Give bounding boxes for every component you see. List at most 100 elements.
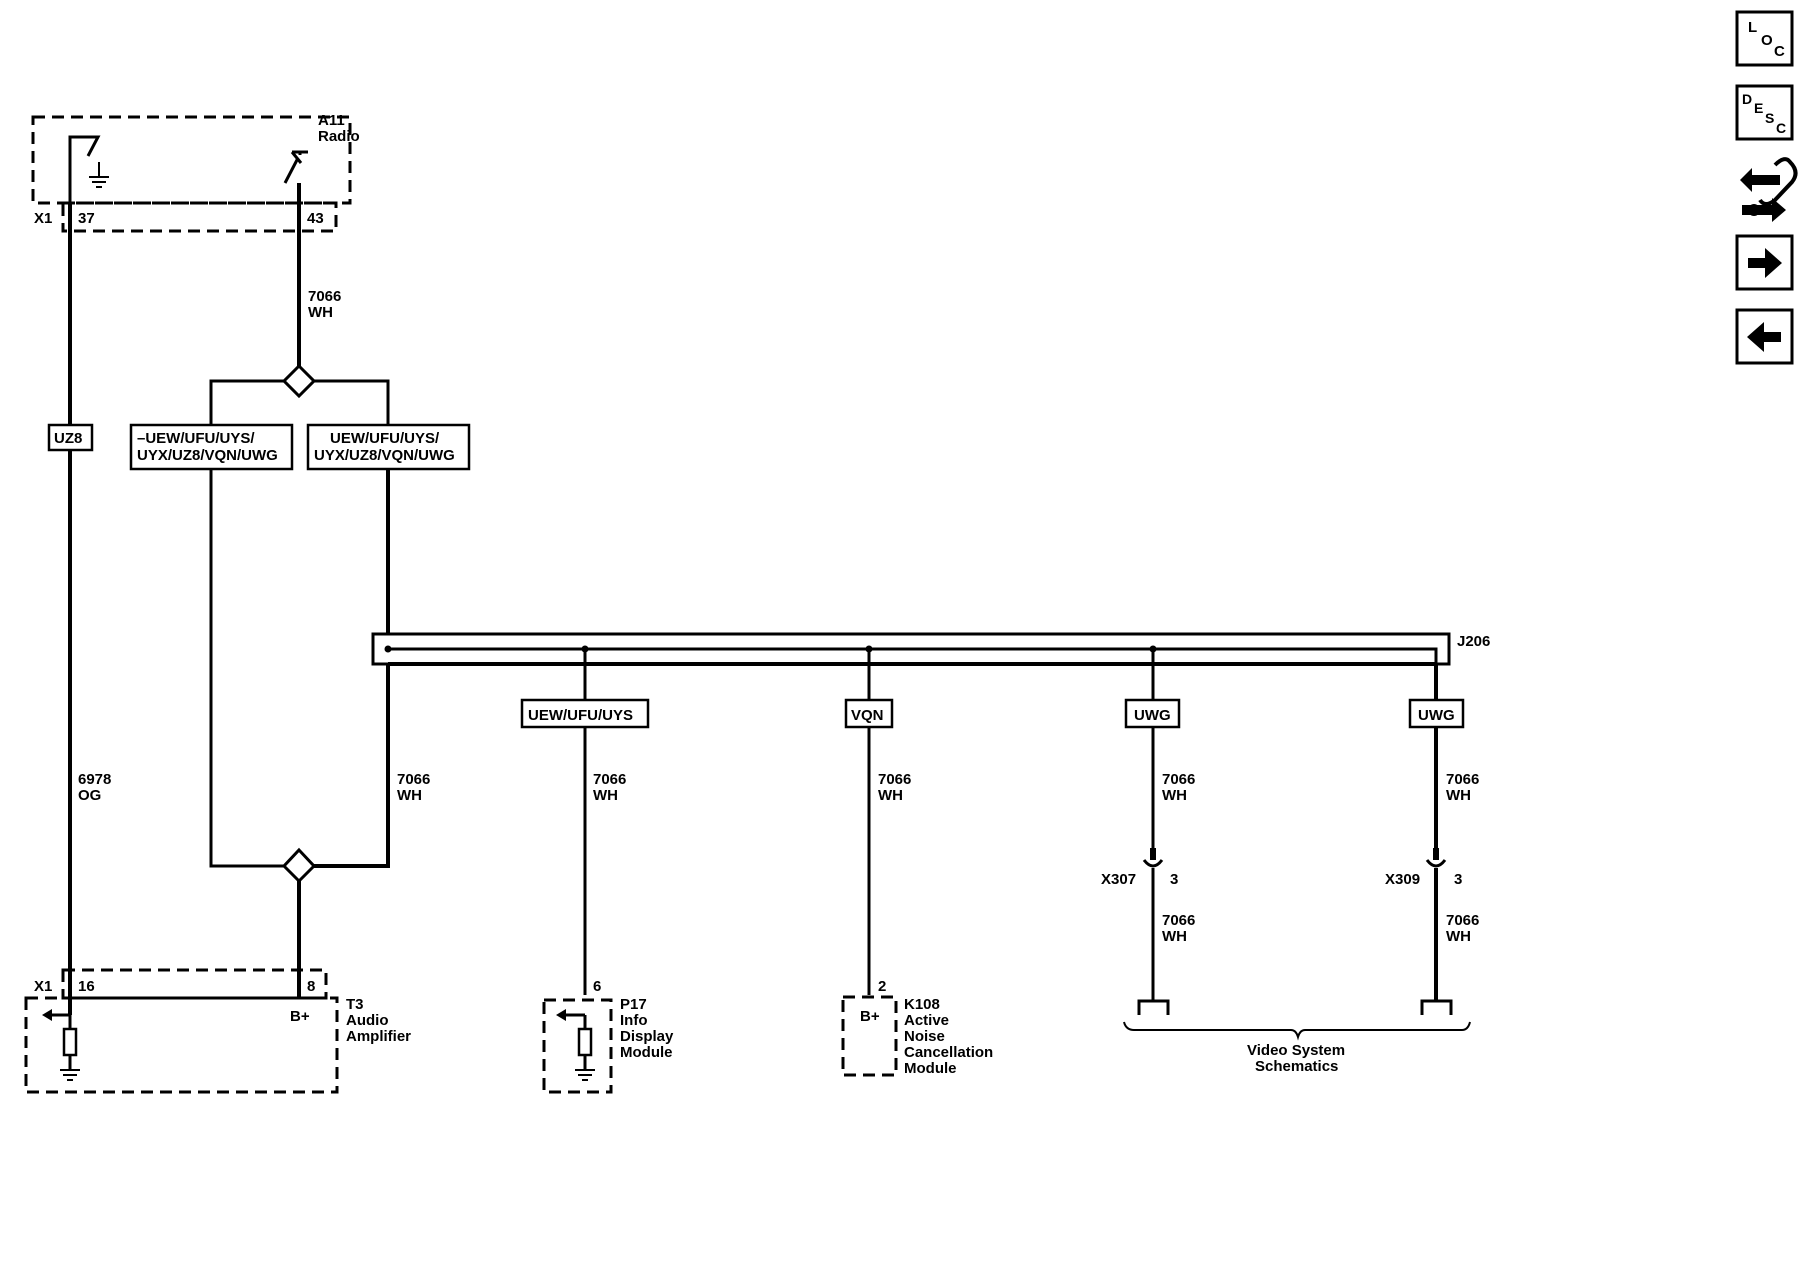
wire-x307-up-number: 7066	[1162, 771, 1195, 788]
wire-top-color: WH	[308, 304, 333, 321]
amp-pin-16: 16	[78, 978, 95, 995]
svg-text:E: E	[1754, 100, 1763, 116]
svg-text:X1: X1	[34, 978, 52, 995]
arrow-left-icon	[1747, 322, 1781, 352]
next-page-button[interactable]	[1735, 234, 1794, 291]
wire-p17-number: 7066	[593, 771, 626, 788]
svg-text:UWG: UWG	[1134, 707, 1171, 724]
arrow-right-icon	[1748, 248, 1782, 278]
svg-text:UYX/UZ8/VQN/UWG: UYX/UZ8/VQN/UWG	[137, 447, 278, 464]
branch-right-bottom	[314, 469, 390, 868]
wire-x307-up-color: WH	[1162, 787, 1187, 804]
wire-p17-color: WH	[593, 787, 618, 804]
wire-k108-number: 7066	[878, 771, 911, 788]
inline-connector-x309: X309 3	[1385, 848, 1462, 1000]
svg-text:X309: X309	[1385, 871, 1420, 888]
svg-text:UWG: UWG	[1418, 707, 1455, 724]
wire-x309-up-number: 7066	[1446, 771, 1479, 788]
radio-module: A11 Radio X1 37 43	[31, 112, 360, 233]
svg-text:Display: Display	[620, 1028, 674, 1045]
amp-pin-8: 8	[307, 978, 315, 995]
svg-text:VQN: VQN	[851, 707, 884, 724]
radio-outline	[31, 115, 352, 205]
previous-page-button[interactable]	[1735, 308, 1794, 365]
info-display-module: 6 P17 Info Display Module	[542, 978, 674, 1094]
splice-pack-j206: J206	[371, 632, 1490, 666]
inline-connector-x307: X307 3	[1101, 848, 1178, 1000]
svg-text:L: L	[1748, 19, 1757, 36]
wire-top-number: 7066	[308, 288, 341, 305]
svg-text:UEW/UFU/UYS: UEW/UFU/UYS	[528, 707, 633, 724]
radio-switch-43	[283, 157, 300, 184]
option-p17: UEW/UFU/UYS	[520, 698, 650, 729]
option-left-rpo: –UEW/UFU/UYS/ UYX/UZ8/VQN/UWG	[129, 423, 294, 471]
svg-text:3: 3	[1454, 871, 1462, 888]
option-uwg-1: UWG	[1124, 698, 1181, 729]
option-vqn: VQN	[844, 698, 894, 729]
wires	[68, 183, 390, 1015]
k108-ref: K108	[904, 996, 940, 1013]
radio-connector	[61, 201, 338, 233]
k108-pin: 2	[878, 978, 886, 995]
wire-x309-down-number: 7066	[1446, 912, 1479, 929]
option-uwg-2: UWG	[1408, 698, 1465, 729]
svg-text:UYX/UZ8/VQN/UWG: UYX/UZ8/VQN/UWG	[314, 447, 455, 464]
wire-k108-color: WH	[878, 787, 903, 804]
svg-text:3: 3	[1170, 871, 1178, 888]
amp-bplus: B+	[290, 1008, 310, 1025]
wire-x309-down-color: WH	[1446, 928, 1471, 945]
svg-text:Module: Module	[904, 1060, 957, 1077]
k108-bplus: B+	[860, 1008, 880, 1025]
radio-connector-label: X1	[34, 210, 52, 227]
anc-module: 2 B+ K108 Active Noise Cancellation Modu…	[841, 978, 993, 1077]
svg-text:Cancellation: Cancellation	[904, 1044, 993, 1061]
location-button[interactable]: L O C	[1735, 10, 1794, 67]
svg-text:Active: Active	[904, 1012, 949, 1029]
wire-og-color: OG	[78, 787, 101, 804]
wire-right-color: WH	[397, 787, 422, 804]
p17-outline	[542, 998, 613, 1094]
radio-ref: A11	[318, 112, 345, 129]
svg-text:–UEW/UFU/UYS/: –UEW/UFU/UYS/	[137, 430, 255, 447]
k108-outline	[841, 995, 898, 1077]
wire-x307-down-color: WH	[1162, 928, 1187, 945]
radio-name: Radio	[318, 128, 360, 145]
splice-ref: J206	[1457, 633, 1490, 650]
svg-text:D: D	[1742, 91, 1752, 107]
radio-switch-37	[68, 135, 101, 203]
branch-left-top	[209, 379, 284, 433]
amp-ref: T3	[346, 996, 364, 1013]
wire-right-number: 7066	[397, 771, 430, 788]
wire-x309-up-color: WH	[1446, 787, 1471, 804]
svg-text:Module: Module	[620, 1044, 673, 1061]
video-line-2: Schematics	[1255, 1058, 1338, 1075]
svg-text:S: S	[1765, 110, 1774, 126]
amp-outline	[24, 996, 339, 1094]
svg-text:UEW/UFU/UYS/: UEW/UFU/UYS/	[330, 430, 440, 447]
branch-left-bottom	[209, 469, 284, 868]
amp-name-2: Amplifier	[346, 1028, 411, 1045]
option-right-rpo: UEW/UFU/UYS/ UYX/UZ8/VQN/UWG	[306, 423, 471, 471]
connector-swap-icon[interactable]	[1740, 157, 1798, 222]
option-uz8: UZ8	[47, 423, 94, 452]
svg-text:Noise: Noise	[904, 1028, 945, 1045]
video-line-1: Video System	[1247, 1042, 1345, 1059]
splice-diamond-top	[281, 363, 317, 399]
svg-text:C: C	[1774, 43, 1785, 60]
svg-text:UZ8: UZ8	[54, 430, 82, 447]
audio-amplifier: X1 16 8 B+ T3 Audio Amplifier	[24, 968, 411, 1094]
svg-text:Info: Info	[620, 1012, 648, 1029]
amp-connector	[61, 968, 328, 1000]
radio-pin-43: 43	[307, 210, 324, 227]
svg-text:C: C	[1776, 120, 1786, 136]
description-button[interactable]: D E S C	[1735, 84, 1794, 141]
video-system-reference: Video System Schematics	[1123, 999, 1471, 1075]
svg-text:O: O	[1761, 32, 1773, 49]
radio-pin-37: 37	[78, 210, 95, 227]
wire-x307-down-number: 7066	[1162, 912, 1195, 929]
wire-og-number: 6978	[78, 771, 111, 788]
p17-pin: 6	[593, 978, 601, 995]
splice-diamond-bottom	[281, 847, 317, 884]
amp-name-1: Audio	[346, 1012, 389, 1029]
